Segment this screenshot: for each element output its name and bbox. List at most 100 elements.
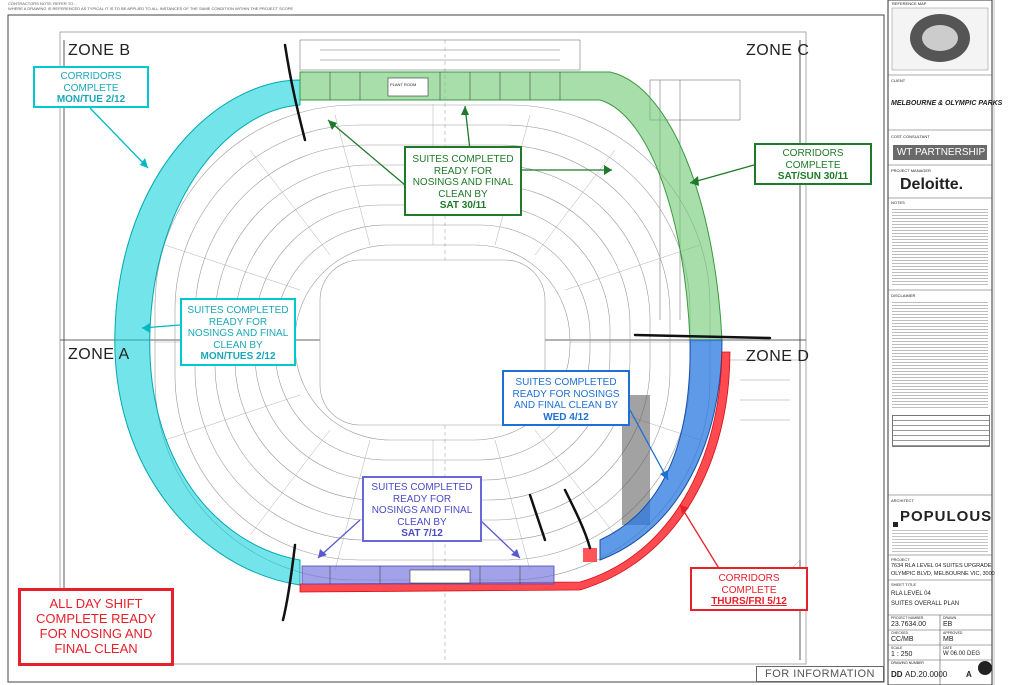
zone-d-label: ZONE D	[746, 348, 810, 365]
lower-plant-room-box	[409, 569, 471, 584]
sheet-title-line2: SUITES OVERALL PLAN	[891, 601, 960, 607]
callout-text: SUITES COMPLETED	[371, 482, 473, 493]
callout-suites-blue: SUITES COMPLETED READY FOR NOSINGS AND F…	[502, 370, 630, 426]
drawn-value: EB	[943, 621, 953, 628]
leader-green-corridor	[689, 164, 755, 184]
callout-date: SAT 7/12	[401, 528, 443, 539]
title-block-dividers	[888, 74, 992, 685]
callout-text: READY FOR	[392, 493, 452, 505]
callout-text: CORRIDORS	[60, 71, 122, 82]
callout-date: MON/TUES 2/12	[200, 351, 276, 362]
callout-text: CORRIDORS	[718, 573, 780, 584]
callout-text: CLEAN BY	[397, 516, 447, 528]
scale-value: 1 : 250	[891, 651, 913, 658]
arrow-heads	[140, 106, 699, 558]
plant-room-box	[387, 77, 429, 97]
revision-table	[892, 415, 990, 447]
callout-corridors-zone-b: CORRIDORS COMPLETE MON/TUE 2/12	[33, 66, 149, 108]
disclaimer-label: DISCLAIMER	[891, 293, 916, 298]
callout-text: COMPLETE	[63, 82, 119, 94]
callout-suites-cyan: SUITES COMPLETED READY FOR NOSINGS AND F…	[180, 298, 296, 366]
disclaimer-fineprint	[892, 300, 988, 410]
client-name: MELBOURNE & OLYMPIC PARKS	[891, 100, 1003, 107]
revision-value: A	[966, 670, 972, 679]
callout-suites-green: SUITES COMPLETED READY FOR NOSINGS AND F…	[404, 146, 522, 216]
reference-map-label: REFERENCE MAP	[892, 1, 927, 6]
callout-date: WED 4/12	[543, 411, 589, 423]
leader-purple-suites-a	[317, 519, 361, 559]
marker-lines	[281, 43, 772, 622]
callout-text: NOSINGS AND FINAL	[412, 177, 514, 188]
for-information-stamp: FOR INFORMATION	[756, 666, 884, 682]
client-label: CLIENT	[891, 78, 906, 83]
leader-purple-suites-b	[479, 519, 521, 559]
leader-green-suites-a	[327, 119, 406, 186]
architect-label: ARCHITECT	[891, 498, 914, 503]
populous-logo-mark	[893, 522, 898, 527]
approved-label: APPROVED	[943, 631, 963, 635]
date-label: DATE	[943, 646, 953, 650]
callout-text: CLEAN BY	[213, 339, 263, 351]
sheet-title-label: SHEET TITLE	[891, 582, 917, 587]
callout-all-day-shift: ALL DAY SHIFT COMPLETE READY FOR NOSING …	[18, 588, 174, 666]
project-manager-label: PROJECT MANAGER	[891, 168, 931, 173]
leader-cyan-corridor	[89, 107, 149, 169]
leader-blue-suites	[629, 409, 669, 481]
callout-suites-purple: SUITES COMPLETED READY FOR NOSINGS AND F…	[362, 476, 482, 542]
red-suite-marker	[583, 548, 597, 562]
callout-text: ALL DAY SHIFT	[49, 596, 143, 611]
callout-text: READY FOR	[208, 316, 268, 328]
scale-label: SCALE	[891, 646, 903, 650]
reference-map-thumbnail	[891, 7, 989, 71]
project-label: PROJECT	[891, 557, 910, 562]
court-floor	[319, 259, 546, 426]
plant-room-label: PLANT ROOM	[390, 82, 417, 87]
drawing-number: AD.20.0000	[905, 670, 948, 679]
zone-c-label: ZONE C	[746, 42, 810, 59]
north-arrow-icon	[978, 661, 992, 675]
checked-label: CHECKED	[891, 631, 909, 635]
checked-value: CC/MB	[891, 636, 914, 643]
sheet-title-line1: RLA LEVEL 04	[891, 591, 931, 597]
callout-text: COMPLETE READY	[36, 610, 156, 626]
callout-text: NOSINGS AND FINAL	[371, 505, 473, 516]
callout-date: SAT 30/11	[439, 200, 487, 211]
drawing-number-label: DRAWING NUMBER	[891, 661, 924, 665]
zone-a-label: ZONE A	[68, 346, 130, 363]
callout-text: READY FOR	[433, 165, 493, 177]
callout-corridors-zone-c: CORRIDORS COMPLETE SAT/SUN 30/11	[754, 143, 872, 185]
callout-text: FOR NOSING AND	[39, 625, 153, 641]
callout-text: COMPLETE	[785, 159, 841, 171]
callout-text: SUITES COMPLETED	[187, 305, 289, 316]
plan-inner-frame	[59, 31, 807, 665]
callout-text: SUITES COMPLETED	[515, 377, 617, 388]
band-red-corridor	[299, 351, 731, 593]
callout-text: NOSINGS AND FINAL	[187, 328, 289, 339]
header-note-line1: CONTRACTORS NOTE: REFER TO...	[8, 1, 77, 6]
notes-fineprint	[892, 207, 988, 287]
leader-red-corridor	[679, 504, 721, 571]
plan-frame	[7, 14, 885, 683]
architect-fineprint	[892, 528, 988, 552]
callout-text: READY FOR NOSINGS	[512, 388, 620, 400]
callout-text: CLEAN BY	[438, 188, 488, 200]
leader-lines	[89, 105, 755, 571]
architect-name: POPULOUS	[900, 508, 993, 525]
cost-consultant-label: COST CONSULTANT	[891, 134, 930, 139]
suite-outlines	[329, 72, 561, 584]
cost-consultant-box	[893, 145, 987, 160]
callout-date: MON/TUE 2/12	[56, 94, 126, 105]
right-margin-strip	[994, 0, 1024, 685]
callout-text: AND FINAL CLEAN BY	[513, 400, 619, 411]
project-line2: OLYMPIC BLVD, MELBOURNE VIC, 3000	[891, 571, 995, 577]
callout-text: COMPLETE	[721, 584, 777, 596]
approved-value: MB	[943, 636, 954, 643]
header-note-line2: WHERE A DRAWING IS REFERENCED AS TYPICAL…	[8, 6, 294, 11]
drawn-label: DRAWN	[943, 616, 957, 620]
notes-label: NOTES	[891, 200, 905, 205]
callout-text: CORRIDORS	[782, 148, 844, 159]
callout-date: THURS/FRI 5/12	[711, 596, 787, 607]
drawing-prefix: DD	[891, 670, 903, 679]
